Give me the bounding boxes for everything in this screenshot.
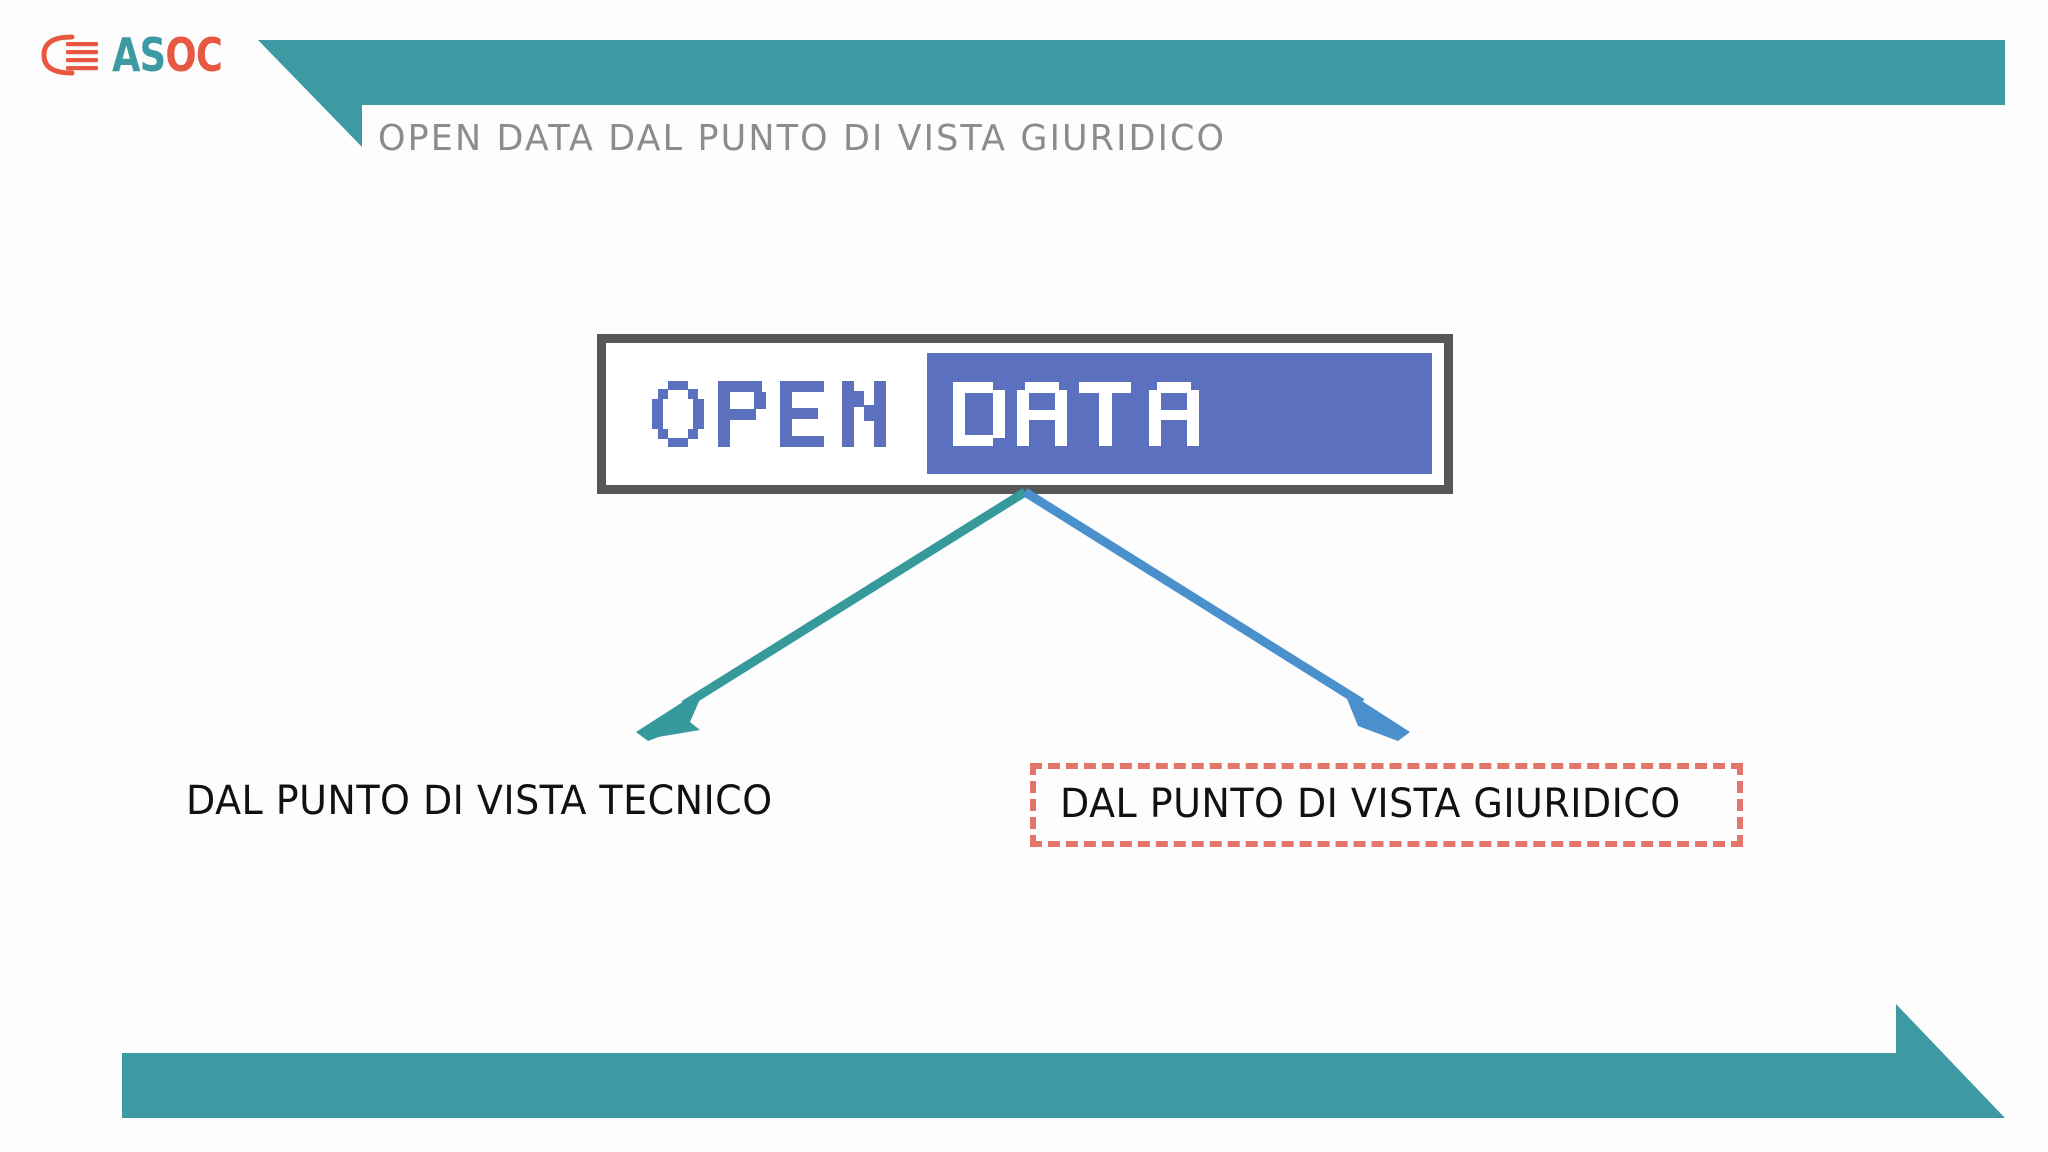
branch-label-giuridico-highlight: DAL PUNTO DI VISTA GIURIDICO: [1030, 763, 1744, 847]
arrow-to-giuridico: [1022, 488, 1410, 741]
page-title: OPEN DATA DAL PUNTO DI VISTA GIURIDICO: [378, 118, 1227, 159]
footer-banner: [122, 1004, 2005, 1118]
branch-label-tecnico: DAL PUNTO DI VISTA TECNICO: [186, 778, 773, 824]
branch-label-giuridico: DAL PUNTO DI VISTA GIURIDICO: [1060, 781, 1681, 827]
footer-banner-shape: [122, 1004, 2005, 1118]
asoc-logo[interactable]: ASOC: [38, 24, 258, 86]
asoc-book-bracket-icon: [41, 34, 98, 76]
opendata-logo-inner: [616, 353, 1434, 475]
arrow-to-tecnico: [636, 488, 1028, 741]
asoc-wordmark-oc: OC: [165, 28, 223, 82]
header-banner: [258, 40, 2005, 147]
opendata-logo-box: [597, 334, 1453, 494]
opendata-data-text: [953, 381, 1199, 446]
asoc-wordmark-as: AS: [112, 28, 166, 82]
asoc-wordmark: ASOC: [112, 32, 223, 78]
opendata-data-block: [927, 353, 1432, 474]
opendata-open-text: [652, 381, 886, 447]
